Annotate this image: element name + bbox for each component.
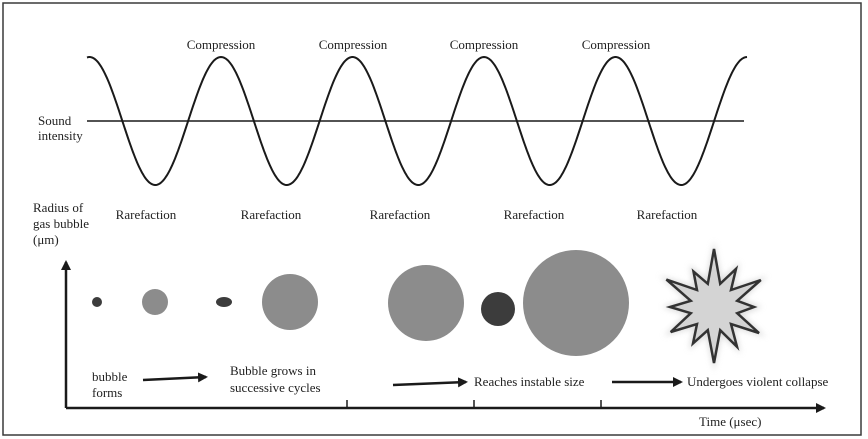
stage-arrow [142,372,208,383]
stage-label-instable: Reaches instable size [474,374,585,389]
sound-intensity-label: Sound intensity [38,113,83,143]
x-axis-label: Time (μsec) [699,414,761,429]
bubble-small [142,289,168,315]
stage-label-grows: Bubble grows in successive cycles [230,363,321,395]
rarefaction-label: Rarefaction [637,207,698,222]
compression-label: Compression [319,37,388,52]
rarefaction-label: Rarefaction [370,207,431,222]
bubble-compressed [216,297,232,307]
collapse-burst-icon [665,248,762,364]
compression-label: Compression [582,37,651,52]
rarefaction-label: Rarefaction [116,207,177,222]
compression-label: Compression [450,37,519,52]
bubble-compressed-dark [481,292,515,326]
stage-arrow [392,377,468,388]
bubble-medium [262,274,318,330]
bubble-tiny [92,297,102,307]
rarefaction-label: Rarefaction [504,207,565,222]
bubble-large [388,265,464,341]
stage-label-forms: bubble forms [92,369,131,400]
compression-label: Compression [187,37,256,52]
diagram-frame [2,2,862,436]
rarefaction-label: Rarefaction [241,207,302,222]
stage-label-collapse: Undergoes violent collapse [687,374,829,389]
bubble-max-size [523,250,629,356]
y-axis-label: Radius of gas bubble (μm) [33,200,92,247]
sound-wave [86,55,748,186]
